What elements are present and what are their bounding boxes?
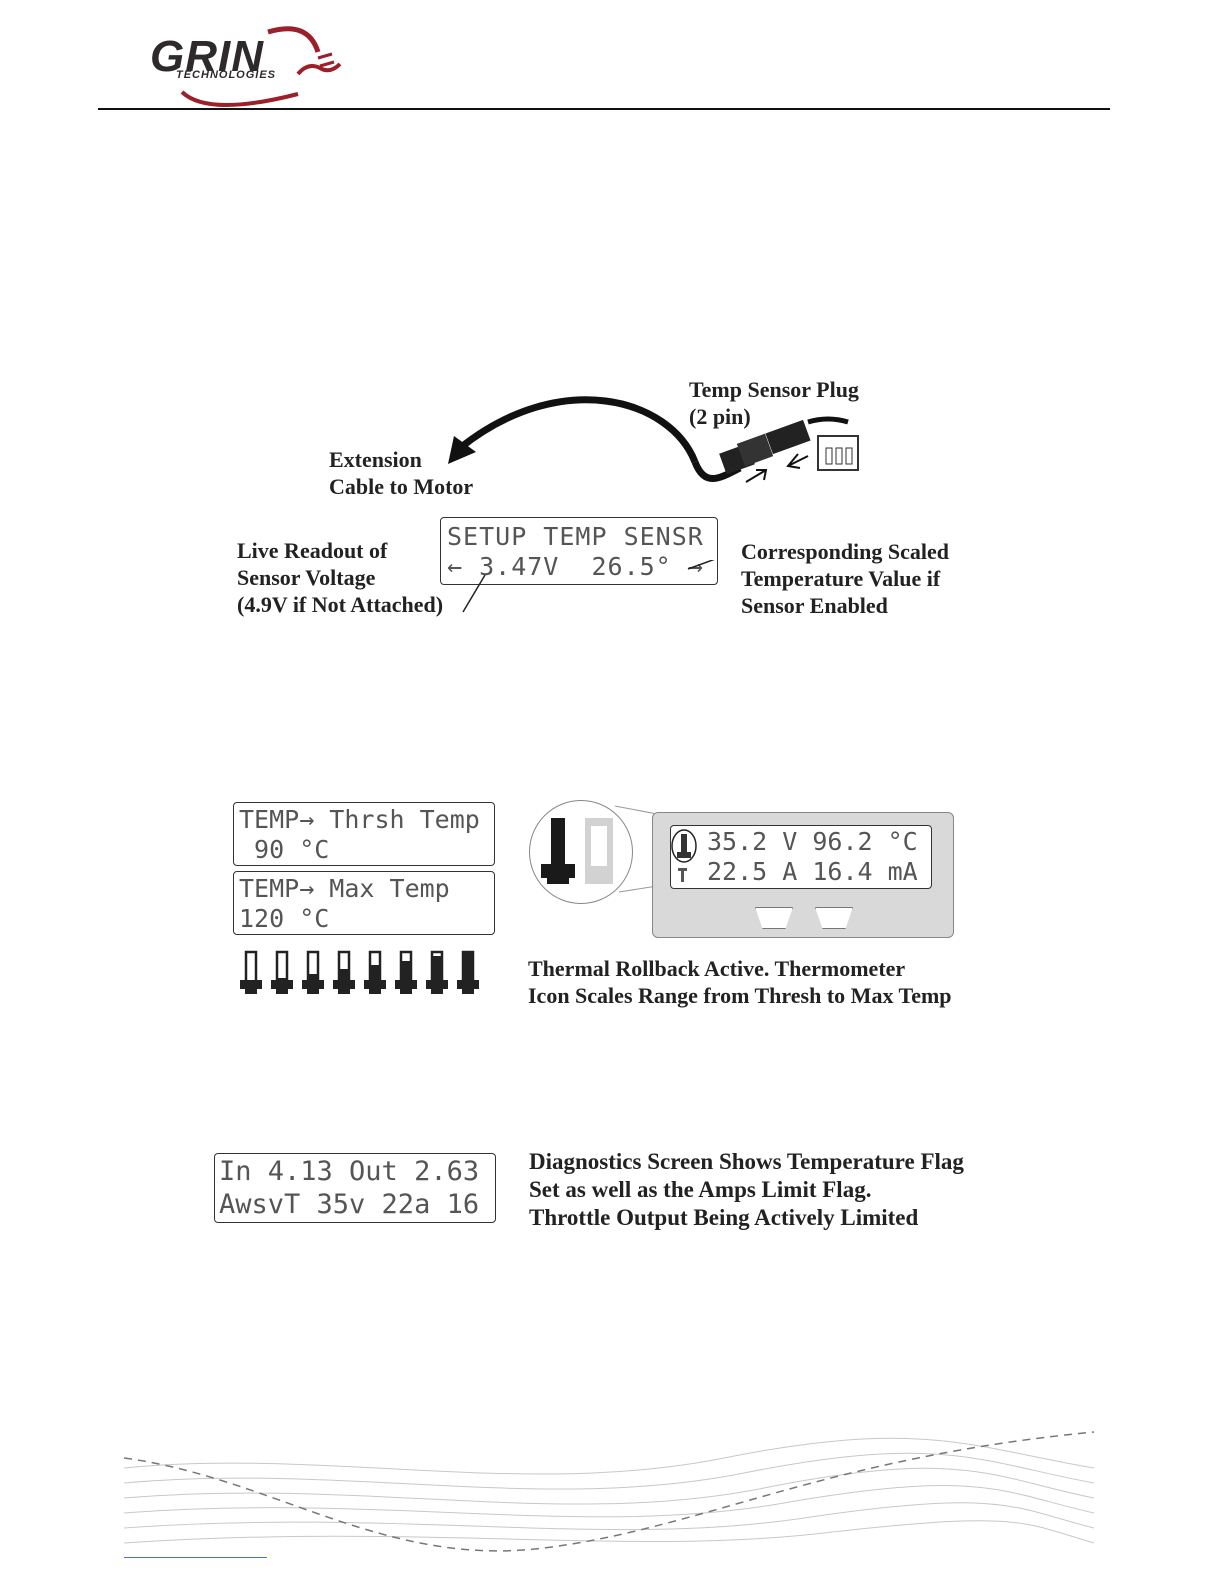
thermometer-level-icon	[271, 950, 293, 994]
rollback-caption-line: Icon Scales Range from Thresh to Max Tem…	[528, 983, 952, 1008]
voltage-label-line: Sensor Voltage	[237, 565, 376, 590]
cable-arrow-icon	[448, 436, 476, 464]
grin-logo: GRIN TECHNOLOGIES	[148, 22, 348, 108]
thermometer-level-icon	[364, 950, 386, 994]
cable-label: Extension Cable to Motor	[329, 446, 473, 500]
housing-left-button[interactable]	[755, 907, 793, 929]
zoomed-thermometer-empty-icon	[585, 818, 613, 884]
main-screen-lcd: 35.2 V 96.2 °C 22.5 A 16.4 mA	[670, 825, 932, 889]
thermometer-level-icon	[302, 950, 324, 994]
lcd-line-2: AwsvT 35v 22a 16	[219, 1189, 480, 1220]
footer-link-underline	[124, 1557, 267, 1558]
voltage-label-line: (4.9V if Not Attached)	[237, 592, 444, 617]
thermometer-level-icon	[457, 950, 479, 994]
lcd-line-2: 120 °C	[239, 904, 330, 933]
logo-swoosh-icon	[180, 26, 342, 107]
diagnostics-caption: Diagnostics Screen Shows Temperature Fla…	[529, 1148, 964, 1232]
diagnostics-lcd: In 4.13 Out 2.63 AwsvT 35v 22a 16	[214, 1153, 496, 1223]
lcd-line-1: In 4.13 Out 2.63	[219, 1156, 480, 1187]
logo-wordmark: GRIN	[150, 32, 264, 81]
cable-label-line: Extension	[329, 447, 422, 472]
header-rule	[98, 108, 1110, 110]
temp-label-line: Corresponding Scaled	[741, 539, 950, 564]
voltage-label-line: Live Readout of	[237, 538, 388, 563]
temp-value-label: Corresponding Scaled Temperature Value i…	[741, 538, 949, 619]
lcd-thermometer-icon	[671, 829, 697, 882]
lcd-line-1: SETUP TEMP SENSR	[447, 522, 704, 551]
setup-temp-lcd: SETUP TEMP SENSR ← 3.47V 26.5° →	[440, 517, 718, 585]
callout-leader-lines	[462, 560, 715, 613]
diagnostics-caption-line: Set as well as the Amps Limit Flag.	[529, 1177, 872, 1202]
thermometer-scale	[240, 950, 479, 994]
lcd-line-1: TEMP→ Max Temp	[239, 874, 450, 903]
lcd-line-2: 90 °C	[239, 835, 330, 864]
thresh-temp-lcd: TEMP→ Thrsh Temp 90 °C	[233, 802, 495, 866]
cable-illustration	[448, 396, 859, 483]
zoom-circle	[529, 800, 633, 904]
diagnostics-caption-line: Throttle Output Being Actively Limited	[529, 1205, 919, 1230]
zoomed-thermometer	[541, 805, 658, 893]
logo-subtitle: TECHNOLOGIES	[176, 69, 277, 81]
zoomed-thermometer-full-icon	[541, 818, 575, 884]
temp-label-line: Temperature Value if	[741, 566, 941, 591]
thermometer-level-icon	[395, 950, 417, 994]
temp-label-line: Sensor Enabled	[741, 593, 888, 618]
thermometer-level-icon	[426, 950, 448, 994]
rollback-caption-line: Thermal Rollback Active. Thermometer	[528, 956, 906, 981]
plug-label-line: Temp Sensor Plug	[689, 377, 859, 402]
thermometer-level-icon	[240, 950, 262, 994]
lcd-line-2: 22.5 A 16.4 mA	[707, 857, 918, 886]
lcd-line-1: TEMP→ Thrsh Temp	[239, 805, 480, 834]
max-temp-lcd: TEMP→ Max Temp 120 °C	[233, 871, 495, 935]
footer-wave-decoration	[124, 1431, 1094, 1552]
plug-label-line: (2 pin)	[689, 404, 751, 429]
diagnostics-caption-line: Diagnostics Screen Shows Temperature Fla…	[529, 1149, 964, 1174]
lcd-line-2: ← 3.47V 26.5° →	[447, 552, 704, 581]
plug-label: Temp Sensor Plug (2 pin)	[689, 376, 859, 430]
cable-label-line: Cable to Motor	[329, 474, 474, 499]
lcd-line-1: 35.2 V 96.2 °C	[707, 827, 918, 856]
voltage-readout-label: Live Readout of Sensor Voltage (4.9V if …	[237, 537, 443, 618]
rollback-caption: Thermal Rollback Active. Thermometer Ico…	[528, 955, 952, 1009]
housing-right-button[interactable]	[815, 907, 853, 929]
thermometer-level-icon	[333, 950, 355, 994]
